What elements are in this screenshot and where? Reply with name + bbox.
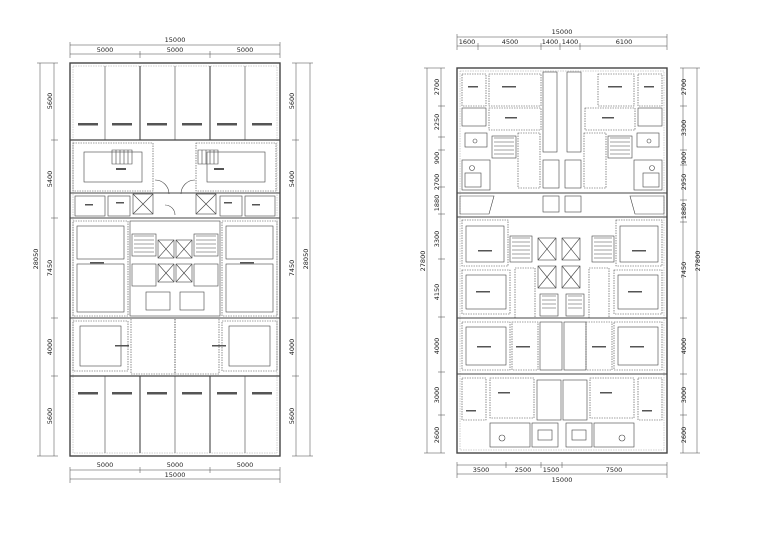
right-rside-dim-3: 900 <box>680 152 688 164</box>
right-side-total-dim: 27800 <box>419 251 427 272</box>
right-bottom-total-dim: 15000 <box>552 476 573 484</box>
right-side-dim-10: 2600 <box>433 427 441 444</box>
right-rside-dim-2: 3300 <box>680 120 688 137</box>
left-dimension-labels: 15000 5000 5000 5000 5000 5000 5000 1500… <box>32 36 310 479</box>
left-side-dim-2: 5400 <box>46 171 54 188</box>
right-top-dim-3: 1400 <box>542 38 559 46</box>
right-middle-units <box>457 219 667 319</box>
left-lower-units <box>70 317 280 377</box>
right-rside-dim-4: 2950 <box>680 174 688 191</box>
left-side-dim-4: 4000 <box>46 339 54 356</box>
left-room-tags <box>85 168 260 347</box>
left-rside-dim-5: 5600 <box>288 408 296 425</box>
left-top-parking-bays <box>70 66 280 141</box>
left-side-dim-5: 5600 <box>46 408 54 425</box>
left-bottom-dim-3: 5000 <box>237 461 254 469</box>
left-bottom-dim-2: 5000 <box>167 461 184 469</box>
right-bottom-dim-3: 1500 <box>543 466 560 474</box>
right-bottom-dim-2: 2500 <box>515 466 532 474</box>
right-dimension-labels: 15000 1600 4500 1400 1400 6100 3500 2500… <box>419 28 702 484</box>
right-rside-dim-5: 1880 <box>680 203 688 220</box>
right-floor-plan <box>456 67 668 454</box>
left-rside-dim-1: 5600 <box>288 93 296 110</box>
right-side-dim-5: 1880 <box>433 195 441 212</box>
right-rside-dim-6: 7450 <box>680 262 688 279</box>
left-bottom-dim-1: 5000 <box>97 461 114 469</box>
right-outer-wall <box>456 67 668 454</box>
right-inner-wall <box>459 70 665 451</box>
right-rside-dim-1: 2700 <box>680 79 688 96</box>
left-middle-units <box>72 220 278 317</box>
left-dimensions <box>37 42 313 483</box>
right-rside-dim-7: 4000 <box>680 338 688 355</box>
left-side-dim-1: 5600 <box>46 93 54 110</box>
right-top-dim-1: 1600 <box>459 38 476 46</box>
right-rside-dim-9: 2600 <box>680 427 688 444</box>
right-side-dim-2: 2250 <box>433 114 441 131</box>
left-top-dim-1: 5000 <box>97 46 114 54</box>
right-top-dim-5: 6100 <box>616 38 633 46</box>
left-bottom-total-dim: 15000 <box>165 471 186 479</box>
left-outer-wall <box>69 62 281 457</box>
right-side-dim-6: 3300 <box>433 231 441 248</box>
left-side-dim-3: 7450 <box>46 260 54 277</box>
right-rside-total-dim: 27800 <box>694 251 702 272</box>
left-bottom-parking-bays <box>78 376 272 453</box>
left-rside-dim-2: 5400 <box>288 171 296 188</box>
right-top-dim-4: 1400 <box>562 38 579 46</box>
right-side-dim-9: 3000 <box>433 387 441 404</box>
right-dimensions <box>424 34 700 478</box>
right-side-dim-3: 900 <box>433 152 441 164</box>
left-top-dim-3: 5000 <box>237 46 254 54</box>
right-side-dim-7: 4150 <box>433 284 441 301</box>
left-rside-dim-4: 4000 <box>288 339 296 356</box>
right-top-rooms <box>461 71 663 189</box>
right-side-dim-8: 4000 <box>433 338 441 355</box>
left-side-total-dim: 28050 <box>32 249 40 270</box>
right-bottom-dim-4: 7500 <box>606 466 623 474</box>
left-rside-dim-3: 7450 <box>288 260 296 277</box>
left-rside-total-dim: 28050 <box>302 249 310 270</box>
left-top-total-dim: 15000 <box>165 36 186 44</box>
right-top-dim-2: 4500 <box>502 38 519 46</box>
right-service-rooms <box>457 159 667 218</box>
right-lower-units <box>457 321 667 448</box>
right-top-total-dim: 15000 <box>552 28 573 36</box>
right-room-tags <box>466 86 654 412</box>
left-top-dim-2: 5000 <box>167 46 184 54</box>
left-upper-rooms <box>70 142 280 219</box>
right-rside-dim-8: 3000 <box>680 387 688 404</box>
left-floor-plan <box>69 62 281 457</box>
right-side-dim-1: 2700 <box>433 79 441 96</box>
right-bottom-dim-1: 3500 <box>473 466 490 474</box>
right-side-dim-4: 2700 <box>433 174 441 191</box>
